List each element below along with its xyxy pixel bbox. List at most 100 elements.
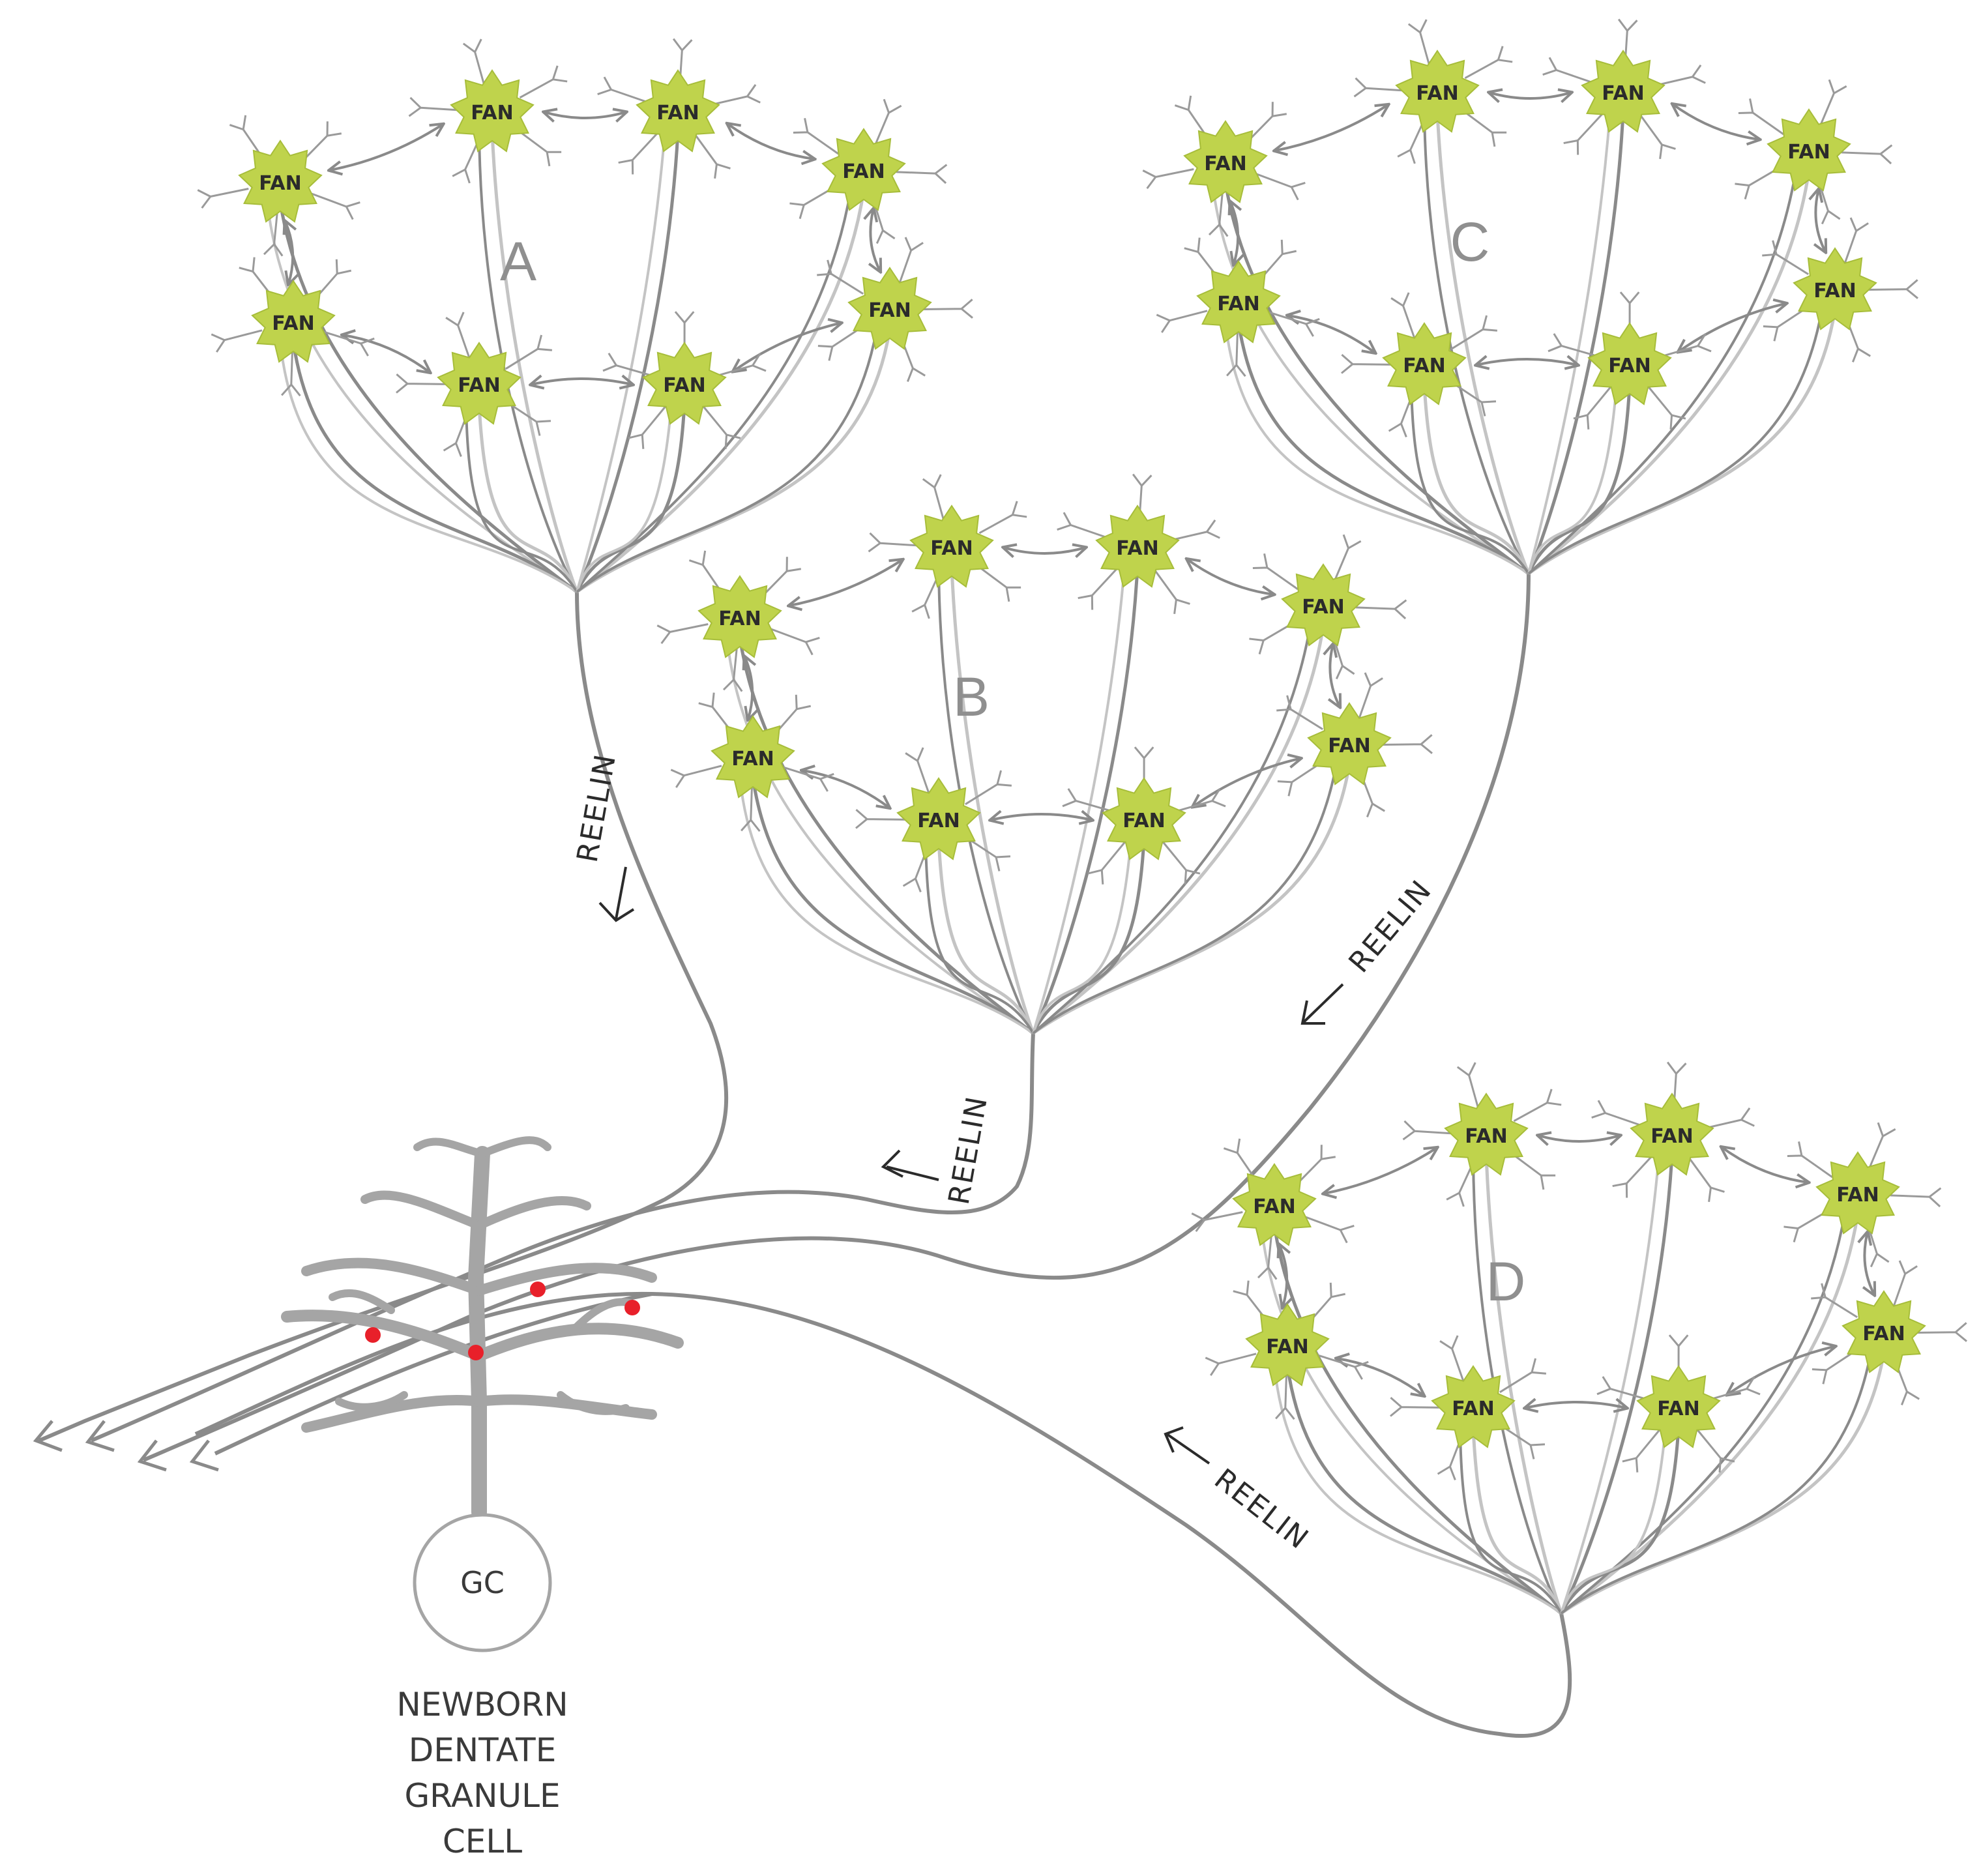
reelin-arrow-b: [881, 1149, 939, 1181]
fan-soma: [642, 342, 727, 425]
bidirectional-arrow: [285, 222, 293, 284]
fan-axon: [291, 342, 578, 593]
fan-dendrite: [1208, 190, 1229, 237]
fan-dendrite: [301, 121, 342, 163]
cluster-label: C: [1450, 211, 1490, 272]
fan-neuron: FAN: [1735, 79, 1893, 225]
fan-dendrite: [1639, 115, 1676, 159]
fan-axon: [1422, 384, 1531, 575]
fan-soma: [251, 280, 336, 363]
fan-dendrite: [1916, 1322, 1967, 1342]
fan-dendrite: [656, 623, 709, 645]
reelin-label-b: REELIN: [943, 1093, 994, 1207]
fan-dendrite: [1087, 842, 1126, 885]
axon-arrowhead: [189, 1439, 219, 1472]
reelin-label-d: REELIN: [1208, 1462, 1315, 1556]
fan-soma: [1587, 322, 1672, 405]
fan-axon-secondary: [1527, 309, 1823, 575]
fan-dendrite: [1841, 144, 1893, 165]
fan-axon: [1484, 1154, 1563, 1614]
fan-dendrite: [519, 65, 568, 99]
fan-soma: [1581, 50, 1666, 133]
fan-neuron: FAN: [1353, 19, 1513, 164]
fan-dendrite: [670, 765, 722, 788]
bidirectional-arrow: [1187, 559, 1273, 594]
fan-label: FAN: [930, 537, 973, 560]
fan-dendrite: [1456, 1062, 1480, 1109]
fan-dendrite: [868, 532, 920, 553]
bidirectional-arrow: [1538, 1136, 1620, 1141]
fan-dendrite: [1461, 109, 1507, 147]
fan-axon-secondary: [1527, 111, 1611, 574]
fan-neuron: FAN: [602, 311, 767, 449]
fan-axon-secondary: [576, 403, 673, 593]
fan-dendrite: [1868, 1122, 1896, 1169]
fan-soma: [909, 505, 994, 588]
fan-axon-secondary: [1224, 322, 1530, 575]
fan-label: FAN: [1266, 1336, 1308, 1358]
reelin-labels: REELIN REELIN REELIN REELIN: [571, 751, 1439, 1556]
cluster-ring-arrows: [1230, 93, 1825, 365]
fan-axon-secondary: [1560, 1154, 1660, 1614]
fan-neuron: FAN: [1156, 237, 1320, 377]
bidirectional-arrow: [1815, 190, 1825, 252]
fan-dendrite: [628, 406, 666, 449]
fan-dendrite: [1154, 570, 1190, 614]
bidirectional-arrow: [1324, 1148, 1437, 1194]
bidirectional-arrow: [330, 125, 443, 170]
axon-arrowhead: [85, 1420, 115, 1452]
synapse-dot: [468, 1345, 484, 1360]
fan-soma: [711, 715, 795, 799]
fan-label: FAN: [1813, 280, 1856, 302]
fan-neuron: FAN: [1191, 1138, 1355, 1280]
fan-label: FAN: [1403, 355, 1445, 377]
fan-axon: [490, 131, 579, 593]
fan-dendrite: [965, 770, 1012, 806]
fan-axon-secondary: [1560, 1427, 1667, 1614]
fan-axon: [1559, 1154, 1674, 1615]
fan-dendrite: [741, 785, 761, 832]
fan-label: FAN: [1452, 1398, 1494, 1420]
fan-dendrite: [1622, 1429, 1660, 1473]
fan-axon-secondary: [1032, 625, 1312, 1034]
fan-axon-secondary: [1032, 839, 1132, 1034]
fan-label: FAN: [1608, 355, 1651, 377]
fan-dendrite: [1276, 695, 1323, 731]
fan-dendrite: [978, 501, 1027, 535]
fan-axon: [1527, 170, 1811, 575]
synapse-dot: [624, 1300, 640, 1315]
fan-soma: [238, 139, 323, 223]
fan-dendrite: [1499, 1358, 1547, 1394]
fan-axon: [1527, 384, 1632, 575]
fan-axon-secondary: [1032, 566, 1126, 1034]
axon-arrowhead: [137, 1439, 167, 1472]
fan-dendrite: [1688, 1158, 1725, 1202]
fan-dendrite: [922, 474, 945, 521]
fan-dendrite: [709, 84, 761, 106]
bidirectional-arrow: [1275, 105, 1388, 151]
fan-axon: [1527, 309, 1837, 576]
fan-axon-secondary: [1410, 384, 1530, 575]
caption-line-1: NEWBORN: [396, 1686, 568, 1723]
fan-label: FAN: [1602, 82, 1644, 105]
fan-soma: [1095, 505, 1180, 588]
fan-dendrite: [263, 209, 284, 257]
fan-dendrite: [1175, 788, 1226, 813]
fan-soma: [450, 69, 535, 153]
fan-axon-secondary: [1032, 764, 1338, 1034]
bidirectional-arrow: [1279, 1245, 1287, 1308]
fan-neuron: FAN: [211, 257, 375, 397]
fan-neuron: FAN: [1142, 95, 1306, 237]
fan-axon: [575, 131, 680, 593]
fan-dendrite: [898, 237, 924, 284]
fan-dendrite: [1390, 1397, 1441, 1417]
fan-dendrite: [1381, 734, 1433, 754]
fan-dendrite: [793, 118, 839, 155]
cluster-label: D: [1486, 1251, 1526, 1312]
fan-axon-secondary: [1560, 1213, 1846, 1615]
fan-neuron: FAN: [1062, 746, 1226, 885]
fan-axon: [751, 777, 1035, 1034]
